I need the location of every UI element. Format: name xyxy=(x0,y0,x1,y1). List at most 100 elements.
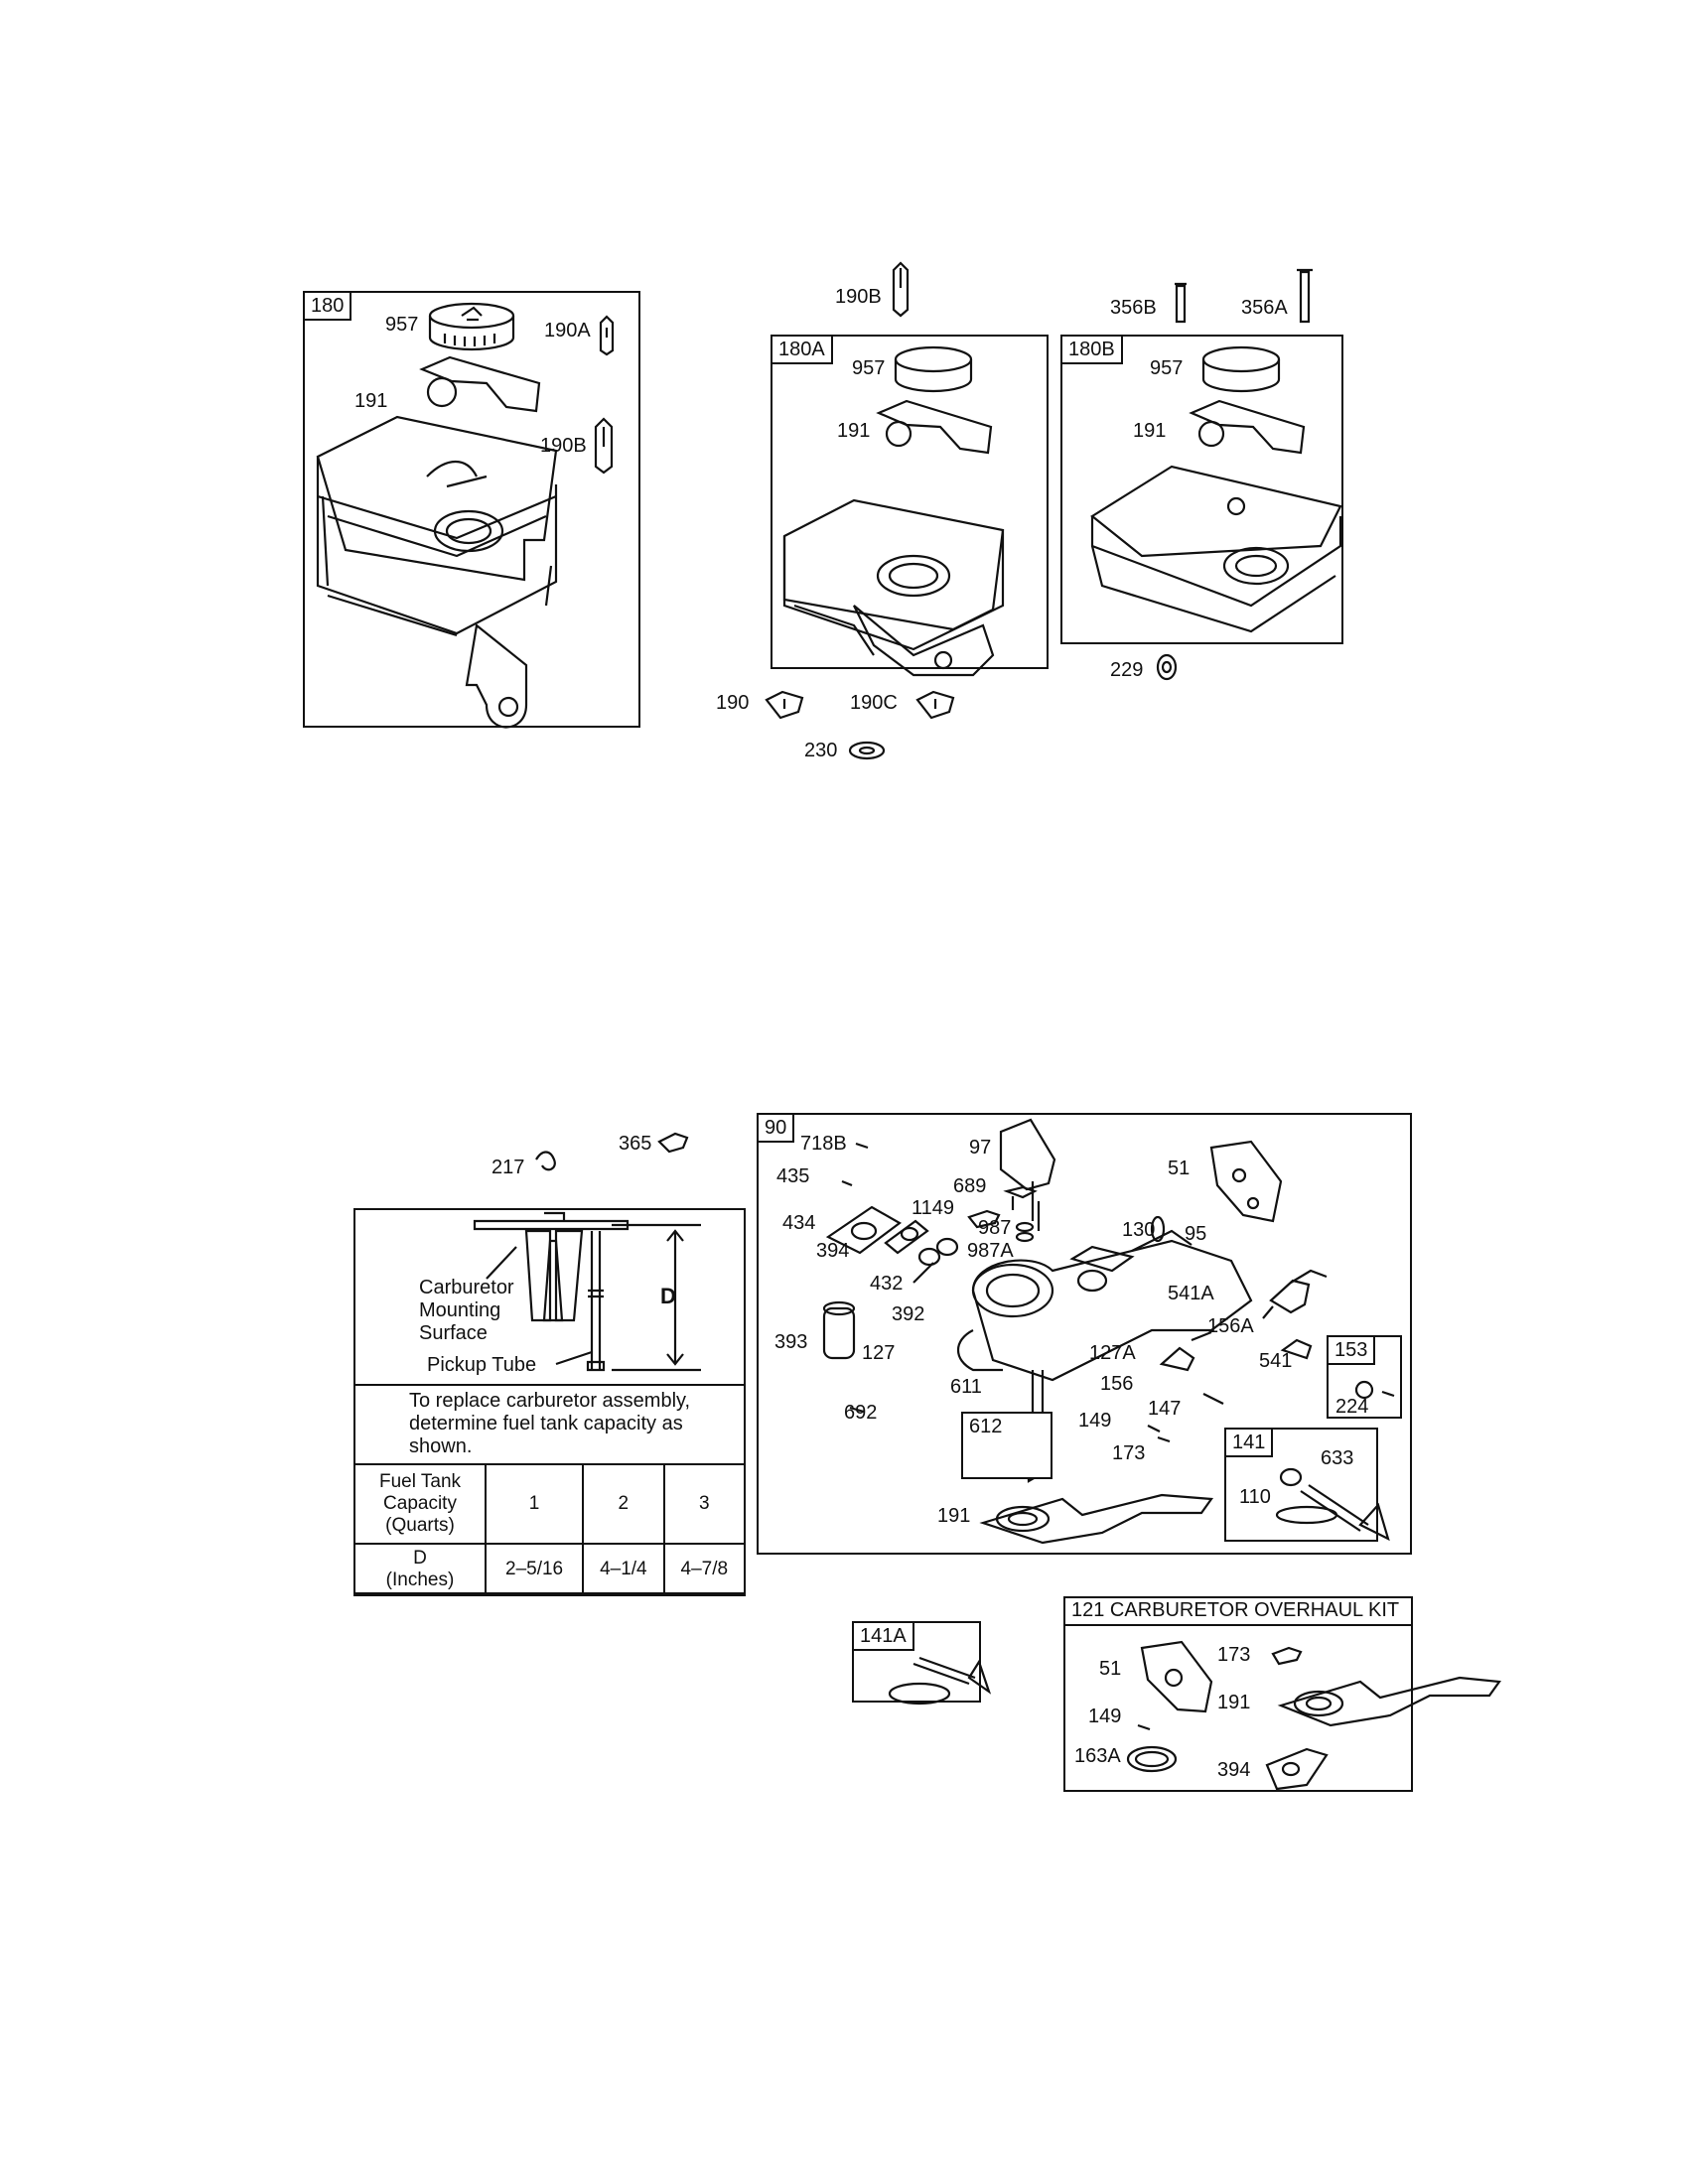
callout-541a[interactable]: 541A xyxy=(1168,1283,1214,1304)
carburetor-drawing xyxy=(822,1118,1501,1791)
capacity-cell-1: 1 xyxy=(484,1463,585,1545)
callout-190[interactable]: 190 xyxy=(716,692,750,714)
callout-156[interactable]: 156 xyxy=(1100,1373,1134,1395)
fuel-tank-180b-drawing xyxy=(1090,268,1342,681)
callout-190c[interactable]: 190C xyxy=(850,692,898,714)
overhaul-kit-panel xyxy=(1063,1596,1413,1792)
callout-957-c[interactable]: 957 xyxy=(1150,357,1184,379)
callout-127a[interactable]: 127A xyxy=(1089,1342,1136,1364)
callout-147[interactable]: 147 xyxy=(1148,1398,1182,1420)
sub-panel-141a xyxy=(852,1621,981,1703)
fuel-tank-180a-drawing xyxy=(765,261,1005,760)
fuel-tank-180-drawing xyxy=(316,302,615,729)
callout-392[interactable]: 392 xyxy=(892,1303,925,1325)
callout-718b[interactable]: 718B xyxy=(800,1133,847,1155)
capacity-note: To replace carburetor assembly, determin… xyxy=(353,1384,746,1462)
callout-633[interactable]: 633 xyxy=(1321,1447,1354,1469)
callout-190b-a[interactable]: 190B xyxy=(540,435,587,457)
callout-987[interactable]: 987 xyxy=(978,1217,1012,1239)
callout-191-b[interactable]: 191 xyxy=(837,420,871,442)
note-line-1: To replace carburetor assembly, xyxy=(409,1390,691,1412)
callout-191-e[interactable]: 191 xyxy=(1217,1692,1251,1713)
mounting-surface-label-3: Surface xyxy=(419,1322,488,1344)
callout-110[interactable]: 110 xyxy=(1239,1486,1271,1508)
capacity-header-2: Capacity xyxy=(383,1493,457,1514)
table-row: Fuel Tank Capacity (Quarts) 1 2 3 xyxy=(353,1463,747,1545)
callout-141a: 141A xyxy=(852,1621,914,1651)
callout-356a[interactable]: 356A xyxy=(1241,297,1288,319)
callout-434[interactable]: 434 xyxy=(782,1212,816,1234)
callout-191-a[interactable]: 191 xyxy=(354,390,388,412)
callout-957-a[interactable]: 957 xyxy=(385,314,419,336)
callout-149-a[interactable]: 149 xyxy=(1078,1410,1112,1432)
callout-432[interactable]: 432 xyxy=(870,1273,904,1295)
callout-173-a[interactable]: 173 xyxy=(1112,1442,1146,1464)
fuel-tank-180-panel xyxy=(303,291,640,728)
callout-987a[interactable]: 987A xyxy=(967,1240,1014,1262)
pickup-tube-drawing xyxy=(473,1211,701,1372)
callout-394-a[interactable]: 394 xyxy=(816,1240,850,1262)
callout-393[interactable]: 393 xyxy=(774,1331,808,1353)
capacity-table: Fuel Tank Capacity (Quarts) 1 2 3 D (Inc… xyxy=(353,1463,747,1596)
screw-365-drawing xyxy=(657,1132,689,1154)
callout-541[interactable]: 541 xyxy=(1259,1350,1293,1372)
callout-90: 90 xyxy=(757,1113,795,1143)
callout-180a: 180A xyxy=(771,335,833,364)
callout-191-c[interactable]: 191 xyxy=(1133,420,1167,442)
callout-356b[interactable]: 356B xyxy=(1110,297,1157,319)
callout-97[interactable]: 97 xyxy=(969,1137,992,1159)
callout-612[interactable]: 612 xyxy=(961,1412,1052,1479)
callout-957-b[interactable]: 957 xyxy=(852,357,886,379)
callout-435[interactable]: 435 xyxy=(776,1165,810,1187)
callout-127[interactable]: 127 xyxy=(862,1342,896,1364)
fuel-tank-180b-panel xyxy=(1060,335,1343,644)
callout-180: 180 xyxy=(303,291,352,321)
carburetor-panel xyxy=(757,1113,1412,1555)
spring-217-drawing xyxy=(535,1151,556,1171)
callout-156a[interactable]: 156A xyxy=(1207,1315,1254,1337)
dimension-cell-3: 4–7/8 xyxy=(662,1543,747,1596)
callout-229[interactable]: 229 xyxy=(1110,659,1144,681)
table-row: D (Inches) 2–5/16 4–1/4 4–7/8 xyxy=(353,1543,747,1596)
callout-163a[interactable]: 163A xyxy=(1074,1745,1121,1767)
note-line-3: shown. xyxy=(409,1435,473,1457)
callout-51-b[interactable]: 51 xyxy=(1099,1658,1122,1680)
callout-130[interactable]: 130 xyxy=(1122,1219,1156,1241)
callout-180b: 180B xyxy=(1060,335,1123,364)
row-header-capacity: Fuel Tank Capacity (Quarts) xyxy=(353,1463,487,1545)
callout-149-b[interactable]: 149 xyxy=(1088,1706,1122,1727)
callout-365[interactable]: 365 xyxy=(619,1133,652,1155)
callout-95[interactable]: 95 xyxy=(1185,1223,1207,1245)
callout-224[interactable]: 224 xyxy=(1335,1396,1369,1418)
callout-689[interactable]: 689 xyxy=(953,1175,987,1197)
fuel-tank-180a-panel xyxy=(771,335,1049,669)
callout-190a[interactable]: 190A xyxy=(544,320,591,341)
mounting-surface-label-1: Carburetor xyxy=(419,1277,514,1298)
callout-173-b[interactable]: 173 xyxy=(1217,1644,1251,1666)
dimension-header-2: (Inches) xyxy=(385,1570,455,1590)
callout-153: 153 xyxy=(1327,1335,1376,1365)
capacity-cell-3: 3 xyxy=(662,1463,747,1545)
row-header-dimension: D (Inches) xyxy=(353,1543,487,1596)
callout-230[interactable]: 230 xyxy=(804,740,838,761)
callout-1149[interactable]: 1149 xyxy=(912,1197,955,1219)
sub-panel-141 xyxy=(1224,1428,1378,1542)
note-line-2: determine fuel tank capacity as xyxy=(409,1413,683,1434)
callout-51-a[interactable]: 51 xyxy=(1168,1158,1191,1179)
callout-611[interactable]: 611 xyxy=(950,1376,982,1398)
dimension-d-label: D xyxy=(660,1284,676,1308)
callout-141: 141 xyxy=(1224,1428,1274,1457)
dimension-cell-1: 2–5/16 xyxy=(484,1543,585,1596)
pickup-tube-label: Pickup Tube xyxy=(427,1354,537,1376)
callout-394-b[interactable]: 394 xyxy=(1217,1759,1251,1781)
capacity-header-1: Fuel Tank xyxy=(378,1471,462,1492)
callout-191-d[interactable]: 191 xyxy=(937,1505,971,1527)
capacity-cell-2: 2 xyxy=(582,1463,665,1545)
capacity-header-3: (Quarts) xyxy=(385,1515,455,1536)
callout-692[interactable]: 692 xyxy=(844,1402,878,1424)
callout-217[interactable]: 217 xyxy=(491,1157,525,1178)
dimension-header-1: D xyxy=(413,1548,427,1569)
overhaul-kit-title: 121 CARBURETOR OVERHAUL KIT xyxy=(1063,1596,1413,1626)
callout-190b-b[interactable]: 190B xyxy=(835,286,882,308)
